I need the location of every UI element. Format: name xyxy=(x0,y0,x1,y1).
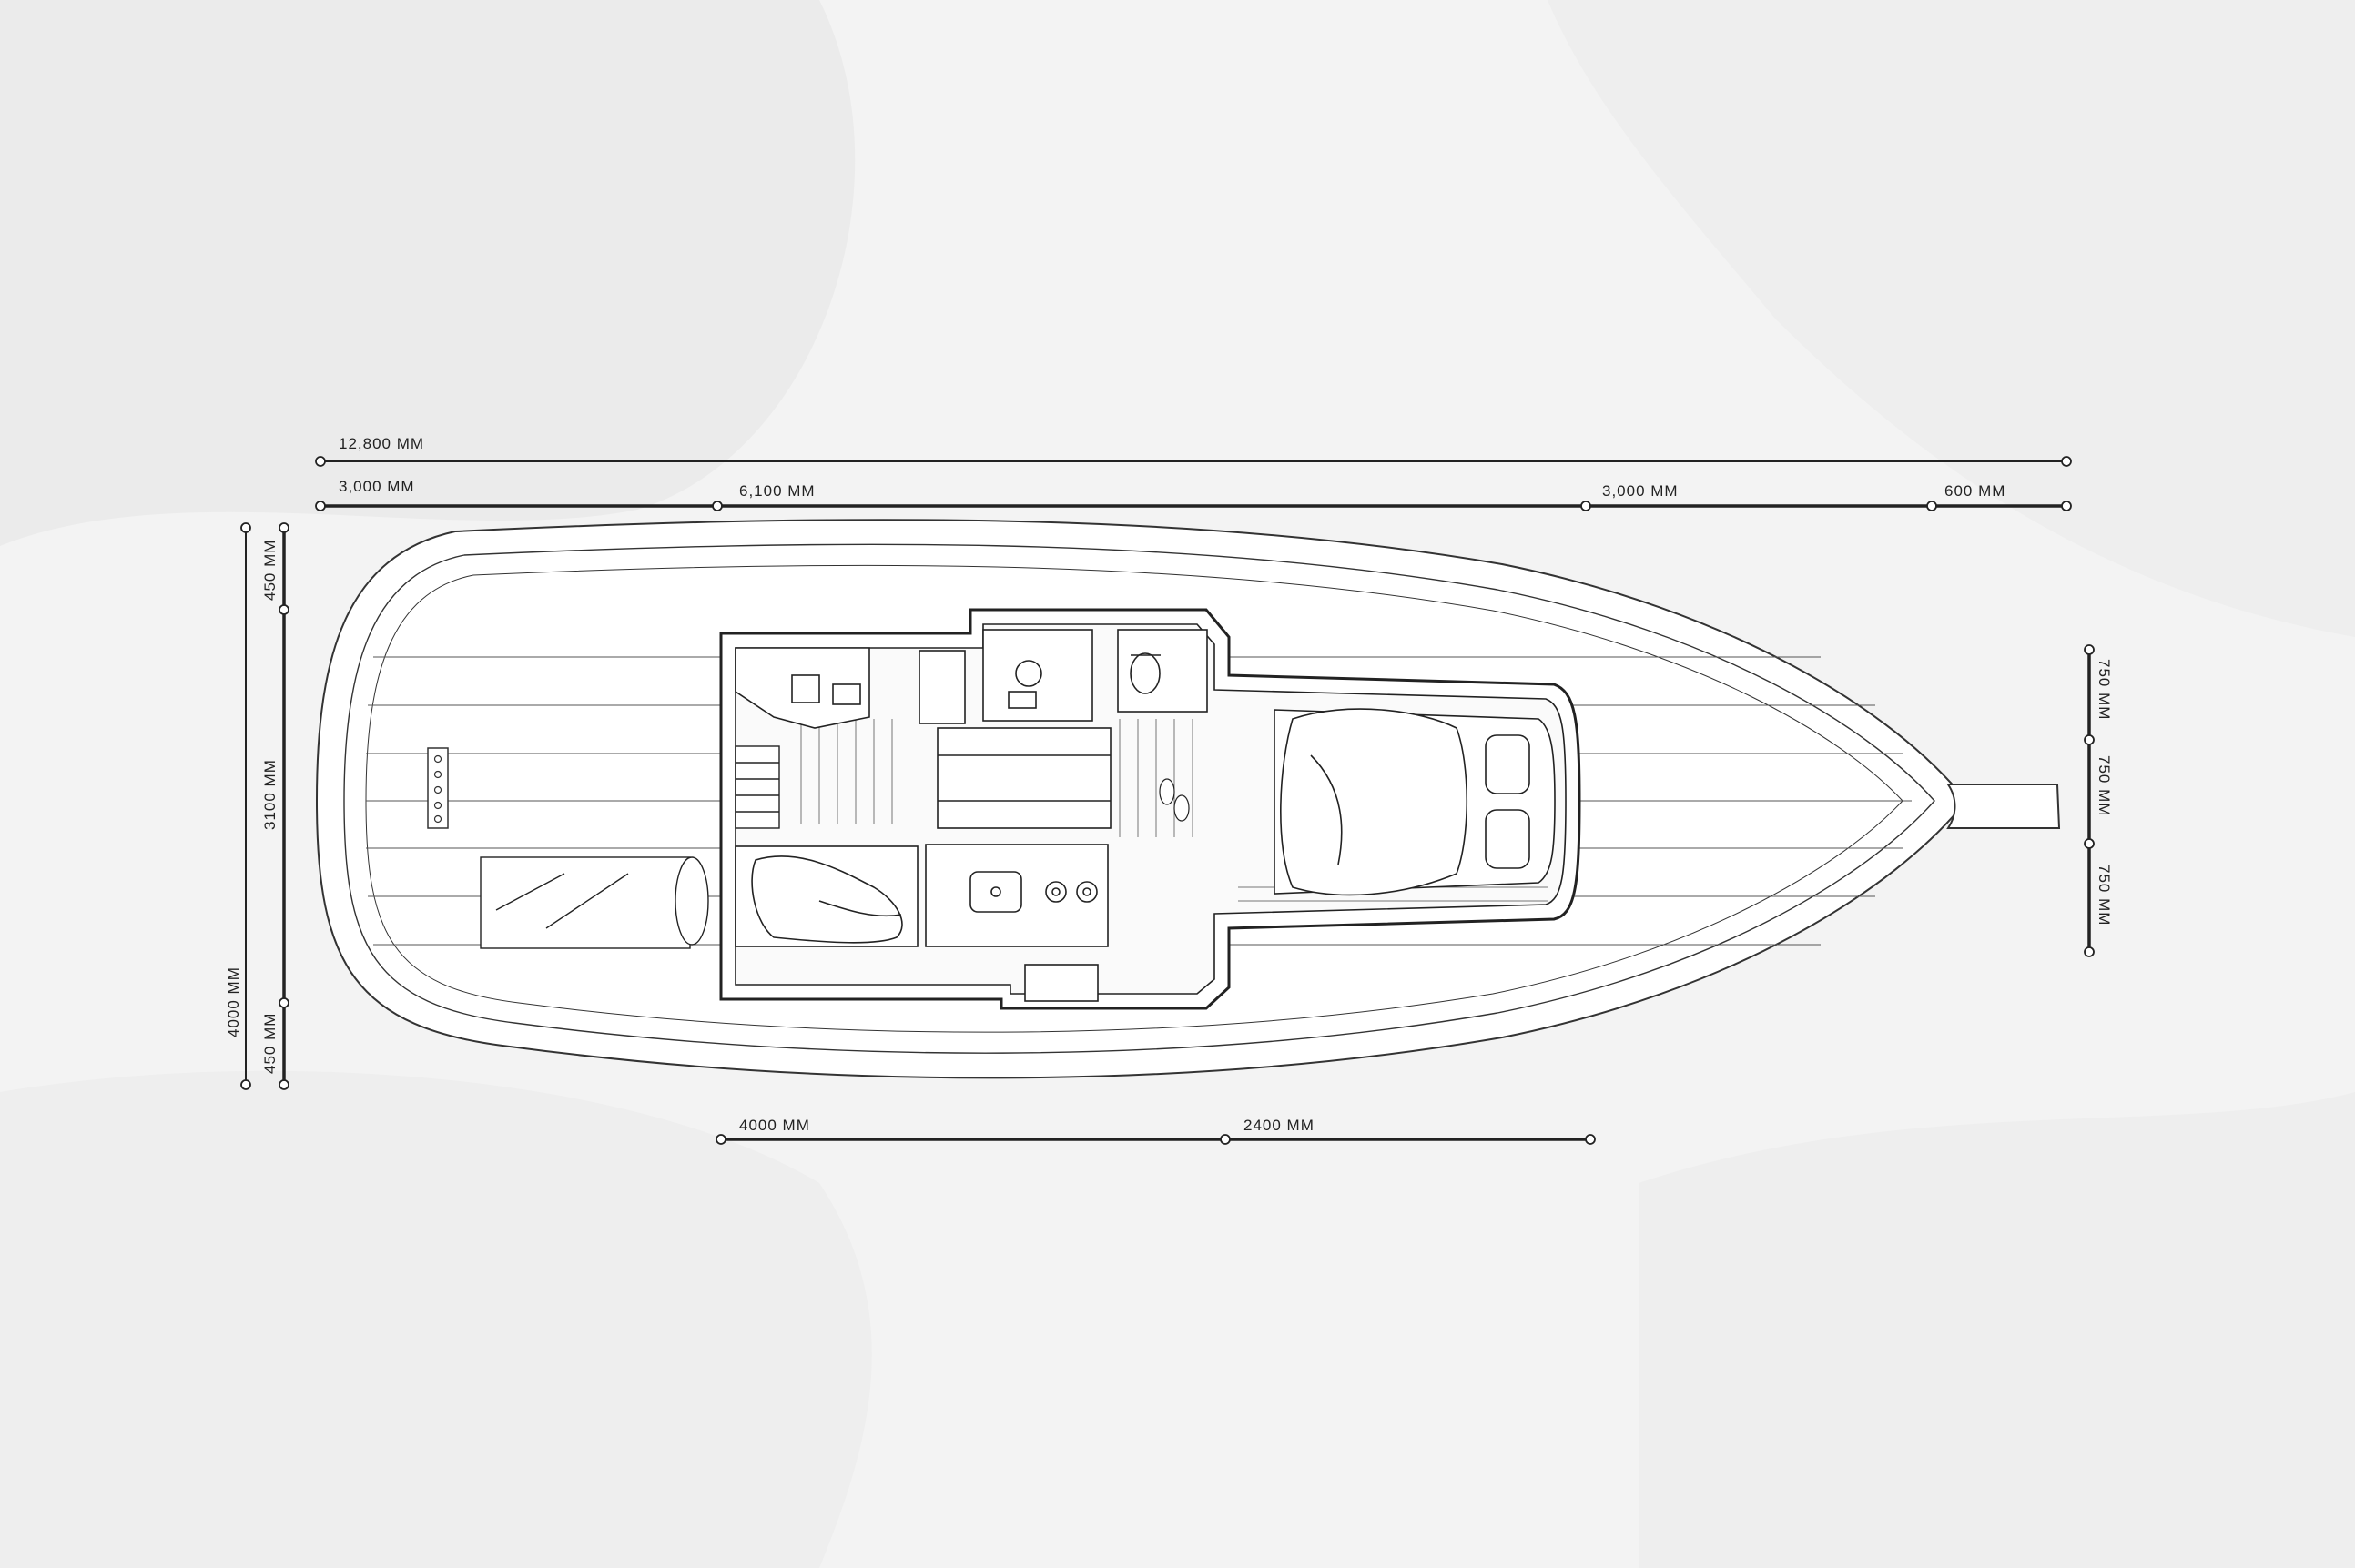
aft-berth xyxy=(735,845,919,947)
beam-total-label: 4000 MM xyxy=(225,966,242,1037)
hull-inner-edge xyxy=(365,564,1903,1033)
bowsprit-label: 600 MM xyxy=(1944,482,2005,500)
stern-cleat-holes xyxy=(433,754,442,824)
bow-width-1-label: 750 MM xyxy=(2096,659,2113,720)
bow-width-2-label: 750 MM xyxy=(2096,755,2113,816)
cabin-segment-label: 6,100 MM xyxy=(739,482,816,500)
slippers xyxy=(1159,778,1190,822)
aft-locker xyxy=(735,647,870,729)
dimension-lines xyxy=(245,460,2091,1141)
cabin-fwd-label: 2400 MM xyxy=(1243,1117,1315,1134)
beam-side-top-label: 450 MM xyxy=(261,540,279,601)
beam-cabin-label: 3100 MM xyxy=(261,759,279,830)
companionway-steps xyxy=(735,745,780,829)
hull-gunwale xyxy=(343,543,1935,1054)
dimension-labels: 12,800 MM 3,000 MM 6,100 MM 3,000 MM 600… xyxy=(225,435,2113,1134)
head-compartment xyxy=(1117,629,1208,713)
galley xyxy=(925,844,1109,1002)
dinette xyxy=(919,629,1112,829)
overall-length-label: 12,800 MM xyxy=(339,435,424,452)
v-berth xyxy=(1274,708,1556,896)
cabin-aft-label: 4000 MM xyxy=(739,1117,810,1134)
beam-side-bottom-label: 450 MM xyxy=(261,1013,279,1074)
bow-deck-label: 3,000 MM xyxy=(1602,482,1679,500)
bow-width-3-label: 750 MM xyxy=(2096,865,2113,926)
bowsprit xyxy=(1946,784,2061,829)
v-berth-duvet xyxy=(1280,708,1467,896)
dimension-nodes xyxy=(240,456,2095,1145)
cabin xyxy=(480,608,1581,1010)
cockpit-cushion xyxy=(480,856,709,949)
stern-length-label: 3,000 MM xyxy=(339,478,415,495)
